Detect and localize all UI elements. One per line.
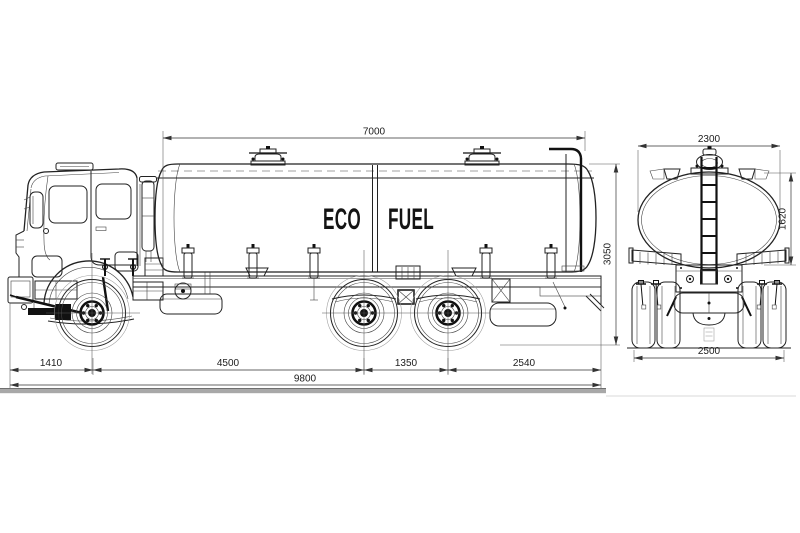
dim-rear-overhang-label: 2540 (513, 358, 536, 369)
bottom-valve-3 (307, 243, 321, 279)
dim-tandem-spacing-label: 1350 (395, 358, 418, 369)
spec-plate-icon (703, 327, 715, 342)
a-pillar (23, 184, 29, 232)
tow-pin (21, 304, 27, 310)
rear-fender-box (489, 302, 557, 327)
cab-roof-line (27, 168, 138, 186)
ground-shadow (0, 388, 796, 397)
drag-link (15, 295, 83, 315)
dim-tank-height: 1620 (764, 172, 796, 266)
bottom-valve-5 (544, 243, 558, 279)
license-plate (10, 280, 31, 298)
bottom-valve-2 (246, 243, 260, 279)
tank-front-seam (173, 163, 181, 273)
rear-ladder (700, 157, 718, 285)
rear-suspension (666, 264, 752, 326)
top-lug-left (663, 168, 681, 180)
chassis (132, 265, 605, 327)
shock-absorber (101, 276, 110, 312)
rear-side-window (95, 183, 132, 220)
ground-shadow-faint (606, 395, 796, 397)
door-seam (90, 171, 136, 266)
wheels-side (46, 250, 490, 374)
dim-overall-width-label: 2500 (698, 346, 721, 357)
dim-overall-height: 3050 (500, 163, 620, 346)
valve-stem (635, 279, 647, 310)
frame-valve-1 (99, 258, 111, 277)
top-lug-right (738, 168, 756, 180)
rear-bracket (491, 278, 511, 303)
dim-tank-height-label: 1620 (778, 207, 789, 230)
rear-fenders (628, 247, 790, 266)
tank-rear-ellipse (637, 171, 781, 269)
dim-tank-length-label: 7000 (363, 127, 386, 138)
side-view: ECO FUEL (7, 145, 605, 374)
dim-overall-height-label: 3050 (603, 242, 614, 265)
manhole-2 (462, 145, 502, 166)
tire (631, 281, 656, 349)
muffler (159, 293, 223, 315)
battery-box (144, 257, 164, 277)
diff-housing (692, 312, 726, 326)
bottom-valve-4 (479, 243, 493, 279)
tank-side: ECO FUEL (154, 145, 597, 301)
tank-body (154, 163, 597, 273)
valve-stem (771, 279, 783, 310)
front-wheel-arch (43, 260, 134, 304)
dim-wheelbase-label: 4500 (217, 358, 240, 369)
door-window (48, 185, 88, 224)
door-handle (95, 226, 107, 231)
skirt-panel-rear (114, 251, 139, 272)
cab-front-face (15, 230, 25, 277)
rear-frame-box (675, 264, 743, 293)
roof-hatch (55, 162, 94, 171)
ground-shadow-edge (0, 388, 606, 390)
frame-rail (132, 275, 602, 288)
axle-beam (28, 308, 70, 315)
rear-frame-extension (539, 286, 602, 297)
ladder-handrail (549, 147, 583, 159)
tank-saddle-rear (451, 267, 477, 277)
ground-shadow-band (0, 389, 606, 394)
dim-overall-length: 9800 (9, 374, 602, 388)
skirt-panel-front (31, 255, 63, 278)
dim-bottom-chain: 1410 4500 1350 2540 (9, 303, 602, 390)
dim-tank-length: 7000 (162, 127, 586, 268)
mirror (29, 191, 44, 229)
dim-front-overhang-label: 1410 (40, 358, 63, 369)
manhole-1 (248, 145, 288, 166)
dim-tank-width-label: 2300 (698, 134, 721, 145)
front-axle (9, 258, 139, 325)
tank-label-fuel: FUEL (388, 203, 434, 236)
dim-overall-length-label: 9800 (294, 374, 317, 385)
rear-view (627, 146, 791, 349)
bottom-valve-1 (181, 243, 195, 279)
bumper-end (7, 276, 34, 304)
front-bumper (7, 276, 78, 315)
dimensions: 7000 3050 2300 1620 (9, 127, 796, 390)
rear-wheels (631, 279, 787, 349)
dim-overall-width: 2500 (633, 346, 785, 362)
tank-label-eco: ECO (323, 203, 361, 236)
tire (762, 281, 787, 349)
dim-tank-width: 2300 (637, 134, 781, 212)
cab-lamp (43, 228, 49, 234)
tank-rear-seam (573, 163, 581, 273)
